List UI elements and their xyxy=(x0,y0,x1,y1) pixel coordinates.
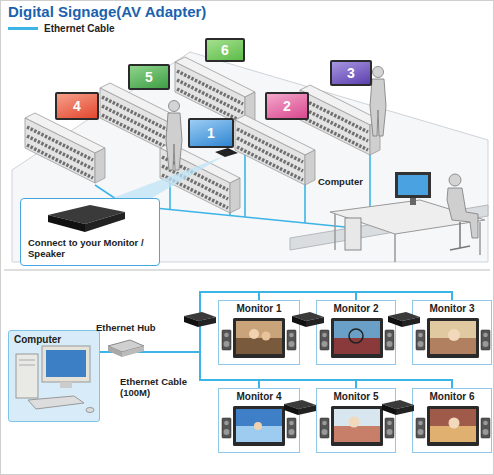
display-number: 5 xyxy=(145,69,153,85)
display-number: 6 xyxy=(221,42,229,58)
display-number: 2 xyxy=(283,98,291,114)
section-separator xyxy=(4,270,490,271)
desk-leg xyxy=(479,222,481,255)
node-label: Computer xyxy=(14,334,94,345)
monitor-stand xyxy=(410,198,416,205)
callout-wedge xyxy=(110,156,224,199)
text-label: Computer xyxy=(318,176,388,187)
chair-leg xyxy=(459,222,461,248)
legend-item: Ethernet Cable xyxy=(8,23,115,34)
display-number: 4 xyxy=(73,98,81,114)
node-label: Monitor 6 xyxy=(413,391,491,402)
ethernet-hub-part xyxy=(122,346,144,357)
desk-monitor-screen xyxy=(398,175,428,195)
node-label: Monitor 3 xyxy=(413,303,491,314)
seated-person-body xyxy=(447,188,478,238)
ethernet-hub-part xyxy=(108,346,122,357)
store-shelf xyxy=(25,113,105,183)
callout-box: Connect to your Monitor / Speaker xyxy=(20,198,160,266)
computer-box: Computer xyxy=(8,330,100,422)
legend-text: Ethernet Cable xyxy=(44,23,115,34)
seated-person-head xyxy=(449,174,461,186)
av-adapter xyxy=(184,312,216,327)
monitor-box: Monitor 4 xyxy=(218,388,300,453)
node-label: Monitor 5 xyxy=(317,391,395,402)
monitor-box: Monitor 5 xyxy=(316,388,396,453)
chair-base xyxy=(450,246,470,250)
numbered-display: 5 xyxy=(128,64,170,90)
monitor-box: Monitor 2 xyxy=(316,300,396,365)
node-label: Monitor 4 xyxy=(219,391,299,402)
desk-leg xyxy=(334,214,336,250)
display-number: 1 xyxy=(207,125,215,141)
text-label: Ethernet Cable (100M) xyxy=(120,376,196,398)
person-figure xyxy=(370,67,386,137)
pc-tower xyxy=(345,218,361,250)
store-shelf xyxy=(300,85,380,155)
node-label: Monitor 2 xyxy=(317,303,395,314)
numbered-display: 6 xyxy=(205,38,245,62)
ethernet-hub-part xyxy=(108,340,144,352)
numbered-display: 3 xyxy=(330,60,372,86)
store-shelf xyxy=(235,115,315,185)
monitor-box: Monitor 6 xyxy=(412,388,492,453)
numbered-display: 2 xyxy=(265,92,309,120)
text-label: Ethernet Hub xyxy=(96,322,180,333)
monitor-box: Monitor 1 xyxy=(218,300,300,365)
desk-monitor xyxy=(395,172,431,198)
numbered-display: 4 xyxy=(55,92,99,120)
legend-line-sample xyxy=(8,27,38,30)
monitor-box: Monitor 3 xyxy=(412,300,492,365)
desk-leg xyxy=(394,234,396,262)
node-label: Monitor 1 xyxy=(219,303,299,314)
numbered-display: 1 xyxy=(188,118,234,148)
ethernet-hub xyxy=(108,340,144,357)
display-number: 3 xyxy=(347,65,355,81)
cable-line xyxy=(304,185,306,223)
person-figure xyxy=(166,101,182,171)
diagram-title: Digital Signage(AV Adapter) xyxy=(8,3,206,20)
av-adapter-on-shelf xyxy=(215,148,238,157)
node-label: Connect to your Monitor / Speaker xyxy=(28,237,155,259)
